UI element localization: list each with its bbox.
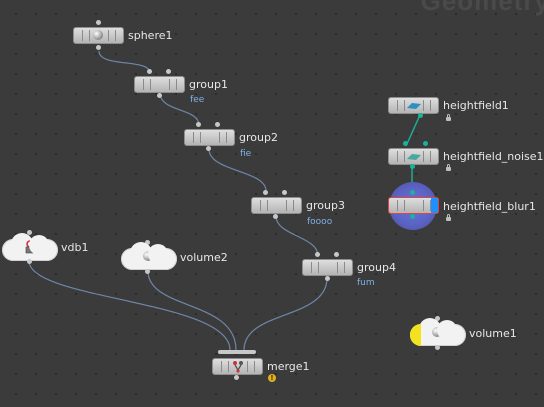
node-heightfield-blur1[interactable] xyxy=(388,197,439,214)
volume1-label: volume1 xyxy=(469,327,517,340)
lock-icon xyxy=(446,214,451,221)
volume2-input[interactable] xyxy=(145,240,150,245)
wire-group2-group3 xyxy=(208,148,267,192)
group2-input-2[interactable] xyxy=(215,122,220,127)
wire-vdb1-merge1 xyxy=(28,260,231,351)
sphere1-label: sphere1 xyxy=(128,29,173,42)
volume1-output[interactable] xyxy=(435,345,440,350)
heightfield-blur1-input[interactable] xyxy=(410,190,415,195)
node-group4[interactable] xyxy=(302,259,353,276)
group3-label: group3 xyxy=(306,199,345,212)
heightfield1-output[interactable] xyxy=(418,113,423,118)
merge-icon xyxy=(233,361,243,373)
wire-group3-group4 xyxy=(275,215,319,257)
merge1-output[interactable] xyxy=(234,375,239,380)
heightfield-noise1-label: heightfield_noise1 xyxy=(443,150,544,163)
lock-icon xyxy=(446,114,451,121)
group4-input-1[interactable] xyxy=(315,252,320,257)
network-type-watermark: Geometry xyxy=(420,0,544,16)
node-group2[interactable] xyxy=(184,129,235,146)
group3-input-2[interactable] xyxy=(282,190,287,195)
group1-comment: fee xyxy=(190,95,205,105)
sphere1-output[interactable] xyxy=(96,45,101,50)
group2-output[interactable] xyxy=(206,146,211,151)
group4-label: group4 xyxy=(357,261,396,274)
vdb1-label: vdb1 xyxy=(61,241,89,254)
wire-sphere1-group1 xyxy=(98,50,151,74)
group2-label: group2 xyxy=(239,131,278,144)
sphere1-input[interactable] xyxy=(96,20,101,25)
node-group3[interactable] xyxy=(251,197,302,214)
group4-input-2[interactable] xyxy=(334,252,339,257)
wire-group1-group2 xyxy=(159,92,200,126)
heightfield-noise1-input-2[interactable] xyxy=(423,141,428,146)
group1-label: group1 xyxy=(189,78,228,91)
node-vdb1[interactable] xyxy=(2,233,58,261)
display-flag[interactable] xyxy=(431,198,438,213)
group3-output[interactable] xyxy=(273,214,278,219)
sphere-ball-icon xyxy=(93,30,103,40)
sphere-ball-icon xyxy=(143,251,153,261)
heightfield1-label: heightfield1 xyxy=(443,99,509,112)
group1-output[interactable] xyxy=(157,93,162,98)
volume2-output[interactable] xyxy=(145,269,150,274)
node-sphere1[interactable] xyxy=(73,27,124,44)
group1-input-2[interactable] xyxy=(166,69,171,74)
node-volume2[interactable] xyxy=(121,242,177,270)
node-heightfield1[interactable] xyxy=(388,97,439,114)
heightfield-noise1-input-1[interactable] xyxy=(403,141,408,146)
merge1-label: merge1 xyxy=(267,360,310,373)
vdb1-input[interactable] xyxy=(27,230,32,235)
terrain-icon xyxy=(407,154,421,160)
heightfield-noise1-output[interactable] xyxy=(410,164,415,169)
terrain-icon xyxy=(407,103,421,109)
warning-icon[interactable]: ! xyxy=(268,374,276,382)
wire-group4-merge1 xyxy=(243,277,328,351)
node-heightfield-noise1[interactable] xyxy=(388,148,439,165)
node-volume1[interactable] xyxy=(410,318,466,346)
sphere-ball-icon xyxy=(432,327,442,337)
group1-input-1[interactable] xyxy=(147,69,152,74)
node-merge1[interactable] xyxy=(212,358,263,375)
vdb1-output[interactable] xyxy=(27,259,32,264)
node-group1[interactable] xyxy=(134,76,185,93)
heightfield-blur1-output[interactable] xyxy=(410,214,415,219)
group2-comment: fie xyxy=(240,149,252,159)
group2-input-1[interactable] xyxy=(196,122,201,127)
volume1-input[interactable] xyxy=(435,316,440,321)
wire-heightfield1-noise xyxy=(405,114,421,147)
volume2-label: volume2 xyxy=(180,251,228,264)
lock-icon xyxy=(446,164,451,171)
group4-output[interactable] xyxy=(325,276,330,281)
merge1-input-bar[interactable] xyxy=(218,350,256,354)
heightfield-blur1-label: heightfield_blur1 xyxy=(443,200,536,213)
group3-comment: foooo xyxy=(307,217,333,227)
vdb-icon xyxy=(25,240,35,254)
group4-comment: fum xyxy=(357,278,375,288)
wire-volume2-merge1 xyxy=(147,270,237,351)
group3-input-1[interactable] xyxy=(263,190,268,195)
template-flag[interactable] xyxy=(410,324,421,346)
